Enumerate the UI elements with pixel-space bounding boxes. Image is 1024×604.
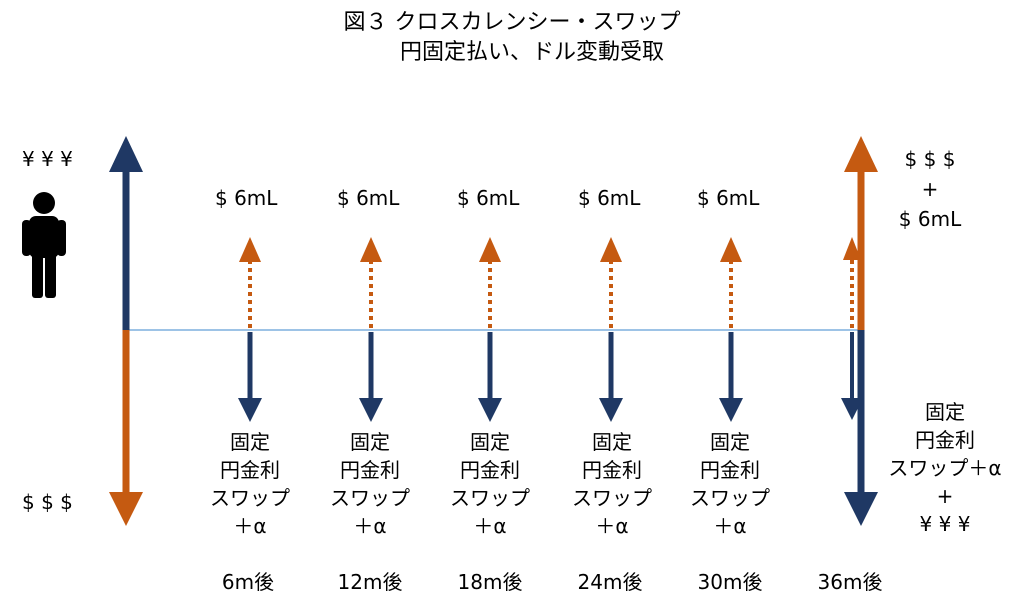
- floating-receive-arrow-5: [720, 237, 742, 328]
- receipt-label-2: $ 6mL: [337, 186, 400, 210]
- time-label-6m: 6m後: [221, 570, 275, 594]
- payment-line: スワップ: [210, 486, 290, 510]
- payment-line: スワップ: [572, 486, 652, 510]
- floating-receive-arrow-3: [479, 237, 501, 328]
- time-label-30m: 30m後: [697, 570, 763, 594]
- final-receive-label: $ $ $ + $ 6mL: [870, 144, 990, 234]
- time-label-36m: 36m後: [817, 570, 883, 594]
- payment-line: ＋α: [353, 514, 387, 538]
- payment-line: ＋α: [233, 514, 267, 538]
- fixed-pay-arrow-1: [238, 332, 262, 422]
- payment-line: 円金利: [582, 458, 642, 482]
- final-yen-pay-arrow: [844, 330, 878, 526]
- time-label-12m: 12m後: [337, 570, 403, 594]
- final-pay-line: 固定: [925, 400, 965, 424]
- initial-yen-receive-arrow: [109, 136, 143, 330]
- fixed-pay-arrow-2: [359, 332, 383, 422]
- final-pay-line: +: [936, 484, 954, 508]
- receipt-label-5: $ 6mL: [697, 186, 760, 210]
- final-dollar-receive-arrow: [844, 136, 878, 330]
- fixed-pay-arrow-4: [599, 332, 623, 422]
- floating-receive-arrow-1: [239, 237, 261, 328]
- payment-label-1: 固定 円金利 スワップ ＋α: [190, 428, 310, 540]
- dollar-label: $ $ $: [22, 490, 73, 514]
- diagram-title: 図３ クロスカレンシー・スワップ 円固定払い、ドル変動受取: [0, 8, 1024, 68]
- payment-line: 円金利: [700, 458, 760, 482]
- final-receive-line: $ 6mL: [898, 207, 962, 231]
- final-pay-line: 円金利: [915, 428, 975, 452]
- payment-line: ＋α: [713, 514, 747, 538]
- payment-label-3: 固定 円金利 スワップ ＋α: [430, 428, 550, 540]
- payment-label-5: 固定 円金利 スワップ ＋α: [670, 428, 790, 540]
- payment-line: 固定: [350, 430, 390, 454]
- payment-line: 固定: [470, 430, 510, 454]
- final-pay-line: ¥ ¥ ¥: [919, 512, 971, 536]
- initial-dollar-pay-arrow: [109, 330, 143, 526]
- final-pay-label: 固定 円金利 スワップ＋α + ¥ ¥ ¥: [870, 398, 1020, 538]
- payment-line: ＋α: [473, 514, 507, 538]
- payment-label-4: 固定 円金利 スワップ ＋α: [552, 428, 672, 540]
- title-line-1: 図３ クロスカレンシー・スワップ: [343, 10, 681, 35]
- payment-line: 固定: [592, 430, 632, 454]
- yen-label: ¥ ¥ ¥: [22, 147, 73, 171]
- payment-line: ＋α: [595, 514, 629, 538]
- time-label-24m: 24m後: [577, 570, 643, 594]
- floating-receive-arrow-2: [360, 237, 382, 328]
- person-icon: [22, 192, 66, 298]
- payment-line: スワップ: [330, 486, 410, 510]
- payment-line: 円金利: [340, 458, 400, 482]
- payment-label-2: 固定 円金利 スワップ ＋α: [310, 428, 430, 540]
- payment-line: 円金利: [460, 458, 520, 482]
- final-receive-line: $ $ $: [904, 147, 956, 171]
- final-receive-line: +: [921, 177, 939, 201]
- payment-line: スワップ: [450, 486, 530, 510]
- payment-line: 固定: [230, 430, 270, 454]
- fixed-pay-arrow-3: [478, 332, 502, 422]
- title-line-2: 円固定払い、ドル変動受取: [399, 40, 664, 65]
- receipt-label-4: $ 6mL: [578, 186, 641, 210]
- payment-line: スワップ: [690, 486, 770, 510]
- payment-line: 固定: [710, 430, 750, 454]
- receipt-label-1: $ 6mL: [215, 186, 278, 210]
- final-pay-line: スワップ＋α: [888, 456, 1002, 480]
- receipt-label-3: $ 6mL: [457, 186, 520, 210]
- time-label-18m: 18m後: [457, 570, 523, 594]
- payment-line: 円金利: [220, 458, 280, 482]
- periodic-flows: [238, 237, 743, 422]
- fixed-pay-arrow-5: [719, 332, 743, 422]
- final-floating-receive-arrow: [843, 237, 861, 328]
- floating-receive-arrow-4: [600, 237, 622, 328]
- final-fixed-pay-arrow: [841, 332, 863, 420]
